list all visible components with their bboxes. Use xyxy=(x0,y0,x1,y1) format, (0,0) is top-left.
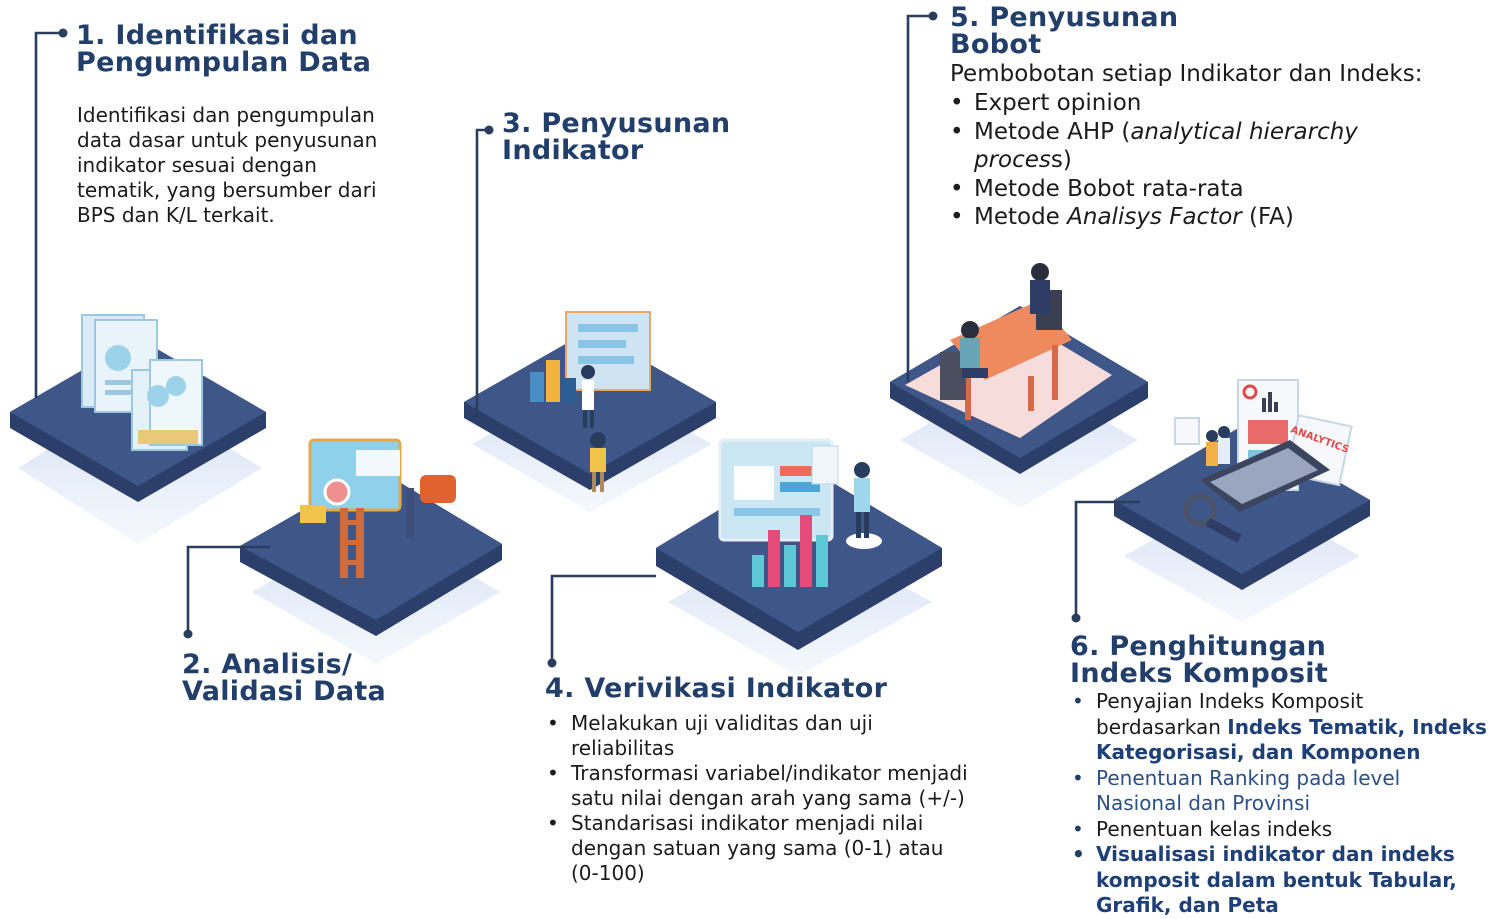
step-6-bullet-4-line-1: Visualisasi indikator dan indeks xyxy=(1096,842,1455,866)
step-1-description-line: indikator sesuai dengan xyxy=(77,153,317,177)
step-6-bullet-1-highlight-1: Indeks Tematik, Indeks xyxy=(1227,714,1487,739)
step-6-bullet-3-line-1: Penentuan kelas indeks xyxy=(1096,816,1333,841)
step-5-title-line-2: Bobot xyxy=(950,29,1042,60)
step-5-bullet-2-text-d: s) xyxy=(1050,147,1072,173)
step-4-bullets: Melakukan uji validitas dan uji reliabil… xyxy=(545,711,1015,886)
connector-1 xyxy=(34,31,60,398)
step-4-bullet-1-line-2: reliabilitas xyxy=(571,736,675,760)
step-6-bullet-1-text-a: berdasarkan xyxy=(1096,714,1228,739)
connector-3-dot xyxy=(484,125,494,135)
step-1-description-line: tematik, yang bersumber dari xyxy=(77,178,377,202)
step-4-bullet-3-line-2: dengan satuan yang sama (0-1) atau xyxy=(571,836,944,860)
step-1-description-line: data dasar untuk penyusunan xyxy=(77,128,378,152)
step-6-bullet-4: Visualisasi indikator dan indeks komposi… xyxy=(1070,842,1500,919)
verification-illustration xyxy=(718,438,882,587)
step-6-bullet-4-line-2: komposit dalam bentuk Tabular, xyxy=(1096,867,1457,892)
connector-2-dot xyxy=(183,629,193,639)
step-5-bullet-4-text-a: Metode xyxy=(974,204,1068,230)
step-4-bullet-1: Melakukan uji validitas dan uji reliabil… xyxy=(545,711,1015,761)
step-5-bullet-4: Metode Analisys Factor (FA) xyxy=(948,203,1488,232)
step-5-title: 5. Penyusunan Bobot xyxy=(950,4,1178,58)
weighting-illustration xyxy=(905,263,1112,438)
step-6-bullet-1-line-1: Penyajian Indeks Komposit xyxy=(1096,689,1364,713)
step-6-bullet-2-line-1: Penentuan Ranking pada level xyxy=(1096,765,1401,790)
step-5-bullet-2-text-a: Metode AHP ( xyxy=(974,118,1131,145)
step-4-bullet-1-line-1: Melakukan uji validitas dan uji xyxy=(571,711,873,735)
step-5-bullet-2: Metode AHP (analytical hierarchy process… xyxy=(948,118,1488,175)
step-5-intro: Pembobotan setiap Indikator dan Indeks: xyxy=(950,61,1423,87)
step-6-title-line-2: Indeks Komposit xyxy=(1070,658,1329,689)
step-5-bullet-3: Metode Bobot rata-rata xyxy=(948,175,1488,204)
step-5-bullet-2-line-1: Metode AHP (analytical hierarchy xyxy=(974,118,1488,147)
step-1-title: 1. Identifikasi dan Pengumpulan Data xyxy=(76,22,371,76)
step-3-title-line-1: 3. Penyusunan xyxy=(502,108,731,139)
step-6-bullet-1-line-2: berdasarkan Indeks Tematik, Indeks xyxy=(1096,715,1500,741)
step-5-title-line-1: 5. Penyusunan xyxy=(950,2,1179,33)
step-4-title-line-1: 4. Verivikasi Indikator xyxy=(545,673,888,704)
connector-3 xyxy=(475,128,486,418)
connector-5-dot xyxy=(928,11,938,21)
documents-illustration xyxy=(81,314,203,451)
step-5-bullets: Expert opinion Metode AHP (analytical hi… xyxy=(948,89,1488,232)
connector-5 xyxy=(906,14,930,382)
step-2-title-line-1: 2. Analisis/ xyxy=(182,649,353,680)
connector-1-dot xyxy=(58,28,68,38)
step-5-bullet-2-line-2: process) xyxy=(974,146,1488,175)
step-5-bullet-4-text-c: (FA) xyxy=(1241,204,1294,230)
connector-2 xyxy=(186,545,270,632)
platform-2-top xyxy=(240,468,502,620)
step-4-bullet-3: Standarisasi indikator menjadi nilai den… xyxy=(545,811,1015,886)
step-6-bullet-1: Penyajian Indeks Komposit berdasarkan In… xyxy=(1070,689,1500,766)
step-6-bullet-2: Penentuan Ranking pada level Nasional da… xyxy=(1070,766,1500,817)
step-1-description-line: Identifikasi dan pengumpulan xyxy=(77,103,375,127)
step-4-bullet-2: Transformasi variabel/indikator menjadi … xyxy=(545,761,1015,811)
step-1-title-line-2: Pengumpulan Data xyxy=(76,47,372,78)
platform-4-top xyxy=(656,462,942,632)
step-6-bullet-1-highlight-2: Kategorisasi, dan Komponen xyxy=(1096,740,1421,764)
step-2-title: 2. Analisis/ Validasi Data xyxy=(182,651,386,705)
connector-6-dot xyxy=(1071,613,1081,623)
step-4-bullet-2-line-1: Transformasi variabel/indikator menjadi xyxy=(571,761,968,785)
connector-6 xyxy=(1074,500,1140,615)
step-5-bullet-2-text-c: proces xyxy=(974,147,1051,173)
step-6-bullets: Penyajian Indeks Komposit berdasarkan In… xyxy=(1070,689,1500,919)
connector-4 xyxy=(550,574,656,661)
connector-4-dot xyxy=(547,658,557,668)
indicator-illustration xyxy=(530,311,651,492)
step-5-bullet-2-text-b: analytical hierarchy xyxy=(1130,118,1358,145)
step-5-bullet-3-text: Metode Bobot rata-rata xyxy=(974,175,1244,202)
step-4-bullet-3-line-3: (0-100) xyxy=(571,861,645,885)
step-6-title: 6. Penghitungan Indeks Komposit xyxy=(1070,633,1328,687)
step-4-title: 4. Verivikasi Indikator xyxy=(545,675,887,702)
step-5-bullet-1: Expert opinion xyxy=(948,89,1488,118)
step-4-bullet-3-line-1: Standarisasi indikator menjadi nilai xyxy=(571,811,924,835)
step-1-description: Identifikasi dan pengumpulan data dasar … xyxy=(77,103,377,228)
step-6-bullet-4-line-3: Grafik, dan Peta xyxy=(1096,893,1279,917)
step-6-title-line-1: 6. Penghitungan xyxy=(1070,631,1327,662)
step-3-title: 3. Penyusunan Indikator xyxy=(502,110,730,164)
step-1-description-line: BPS dan K/L terkait. xyxy=(77,203,275,227)
step-3-title-line-2: Indikator xyxy=(502,135,644,166)
step-6-bullet-3: Penentuan kelas indeks xyxy=(1070,817,1500,843)
analysis-illustration xyxy=(300,438,456,578)
step-6-bullet-2-line-2: Nasional dan Provinsi xyxy=(1096,791,1311,815)
step-4-bullet-2-line-2: satu nilai dengan arah yang sama (+/-) xyxy=(571,786,965,810)
step-5-bullet-4-text-b: Analisys Factor xyxy=(1067,204,1242,230)
computation-illustration: ANALYTICS xyxy=(1174,379,1353,543)
step-1-title-line-1: 1. Identifikasi dan xyxy=(76,20,358,51)
step-5-bullet-1-text: Expert opinion xyxy=(974,90,1142,116)
step-2-title-line-2: Validasi Data xyxy=(182,676,387,707)
